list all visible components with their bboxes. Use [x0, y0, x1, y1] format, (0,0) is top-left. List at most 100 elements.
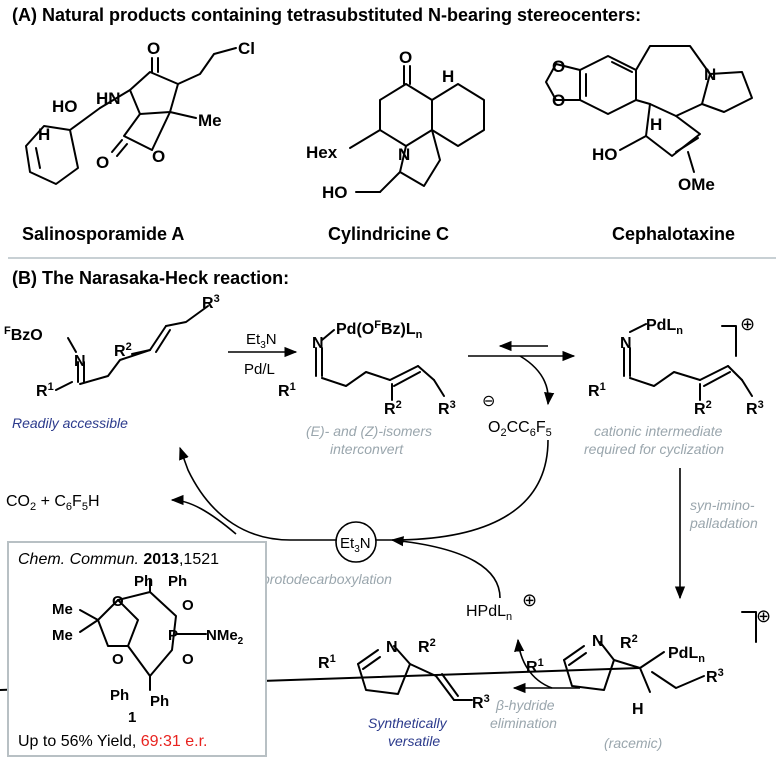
ligand-o-3: O: [182, 597, 194, 614]
step-label-2: palladation: [689, 515, 758, 531]
beta-label-1: β-hydride: [495, 697, 555, 713]
cyclized-r3: R3: [706, 667, 724, 686]
pd-complex-caption-1: (E)- and (Z)-isomers: [306, 423, 432, 439]
ligand-number: 1: [128, 709, 136, 726]
cylindricine-atom-n: N: [398, 145, 410, 164]
substrate-r1: R1: [36, 381, 54, 400]
salinosporamide-name: Salinosporamide A: [22, 224, 184, 244]
salino-atom-o3: O: [152, 147, 165, 166]
pd-complex-n: N: [312, 335, 324, 352]
protodecarb-label: protodecarboxylation: [261, 571, 392, 587]
product-r1: R1: [318, 653, 336, 672]
base-circle: [335, 521, 377, 563]
hpd-charge: ⊕: [522, 590, 537, 610]
salinosporamide-structure: [25, 47, 237, 185]
cationic-r2: R2: [694, 399, 712, 418]
substrate-r3: R3: [202, 293, 220, 312]
cyclized-pd: PdLn: [668, 645, 705, 665]
cylindricine-atom-ho: HO: [322, 183, 348, 202]
cyclized-r2: R2: [620, 633, 638, 652]
step-label-1: syn-imino-: [690, 497, 755, 513]
cylindricine-atom-o: O: [399, 48, 412, 67]
hpd-label: HPdLn: [466, 603, 512, 623]
cyclized-h: H: [632, 701, 644, 718]
cationic-structure: [623, 323, 753, 401]
cephalotaxine-structure: [545, 45, 753, 173]
cephalotaxine-atom-n: N: [704, 65, 716, 84]
pd-complex-caption-2: interconvert: [330, 441, 404, 457]
substrate-n: N: [74, 353, 86, 370]
carboxylate-formula: O2CC6F5: [488, 419, 552, 439]
cationic-caption-2: required for cyclization: [584, 441, 724, 457]
ligand-structure: [79, 579, 207, 691]
pd-complex-pd: Pd(OFBz)Ln: [336, 319, 423, 341]
cyclized-caption: (racemic): [604, 735, 662, 751]
beta-label-2: elimination: [490, 715, 557, 731]
co2-release-arrow: [170, 494, 237, 535]
substrate-structure: [55, 305, 209, 391]
product-r3: R3: [472, 693, 490, 712]
cationic-charge: ⊕: [740, 314, 755, 334]
ligand-ph-4: Ph: [150, 693, 169, 710]
ligand-o-2: O: [112, 651, 124, 668]
section-a-title: (A) Natural products containing tetrasub…: [12, 5, 641, 25]
pd-complex-r3: R3: [438, 399, 456, 418]
cationic-r3: R3: [746, 399, 764, 418]
salino-atom-cl: Cl: [238, 39, 255, 58]
cylindricine-name: Cylindricine C: [328, 224, 449, 244]
condition-bottom: Pd/L: [244, 361, 275, 378]
salino-atom-ho: HO: [52, 97, 78, 116]
cephalotaxine-name: Cephalotaxine: [612, 224, 735, 244]
product-structure: [357, 645, 473, 701]
reference-box: [7, 541, 267, 757]
pd-complex-r2: R2: [384, 399, 402, 418]
base-label: Et3N: [340, 535, 371, 555]
cylindricine-structure: [349, 65, 485, 193]
product-n: N: [386, 639, 398, 656]
salino-atom-h: H: [38, 125, 50, 144]
hpd-release-arrow: [514, 638, 553, 689]
ligand-ph-2: Ph: [168, 573, 187, 590]
ligand-o-1: O: [112, 593, 124, 610]
product-r2: R2: [418, 637, 436, 656]
cationic-pd: PdLn: [646, 317, 683, 337]
salino-atom-me: Me: [198, 111, 222, 130]
ligand-me-2: Me: [52, 627, 73, 644]
ref-citation: Chem. Commun. 2013,1521: [18, 551, 219, 568]
hpd-to-base-arrow: [390, 536, 501, 599]
cephalotaxine-atom-o2: O: [552, 91, 565, 110]
cyclized-r1: R1: [526, 657, 544, 676]
pd-complex-r1: R1: [278, 381, 296, 400]
carboxylate-charge: ⊖: [482, 393, 495, 410]
substrate-lg: FBzO: [4, 325, 43, 344]
pd-complex-structure: [315, 329, 445, 401]
product-caption-2: versatile: [388, 733, 440, 749]
ligand-nme2: NMe2: [206, 627, 244, 647]
salino-atom-o2: O: [96, 153, 109, 172]
cyclized-n: N: [592, 633, 604, 650]
ligand-me-1: Me: [52, 601, 73, 618]
ligand-p: P: [168, 627, 178, 644]
ligand-ph-1: Ph: [134, 573, 153, 590]
cationic-caption-1: cationic intermediate: [594, 423, 723, 439]
cephalotaxine-atom-h: H: [650, 115, 662, 134]
cationic-r1: R1: [588, 381, 606, 400]
condition-top: Et3N: [246, 331, 277, 351]
cationic-n: N: [620, 335, 632, 352]
salino-atom-o1: O: [147, 39, 160, 58]
byproducts-label: CO2 + C6F5H: [6, 493, 100, 513]
section-b-title: (B) The Narasaka-Heck reaction:: [12, 268, 289, 288]
ligand-ph-3: Ph: [110, 687, 129, 704]
cycle-main-arrow: [179, 439, 549, 541]
carboxylate-release-arrow: [519, 355, 555, 406]
cylindricine-atom-hex: Hex: [306, 143, 338, 162]
ref-result: Up to 56% Yield, 69:31 e.r.: [18, 733, 207, 750]
cephalotaxine-atom-o1: O: [552, 57, 565, 76]
cephalotaxine-atom-ho: HO: [592, 145, 618, 164]
cyclized-charge: ⊕: [756, 606, 771, 626]
ligand-o-4: O: [182, 651, 194, 668]
cephalotaxine-atom-ome: OMe: [678, 175, 715, 194]
product-caption-1: Synthetically: [368, 715, 448, 731]
substrate-caption: Readily accessible: [12, 415, 128, 431]
